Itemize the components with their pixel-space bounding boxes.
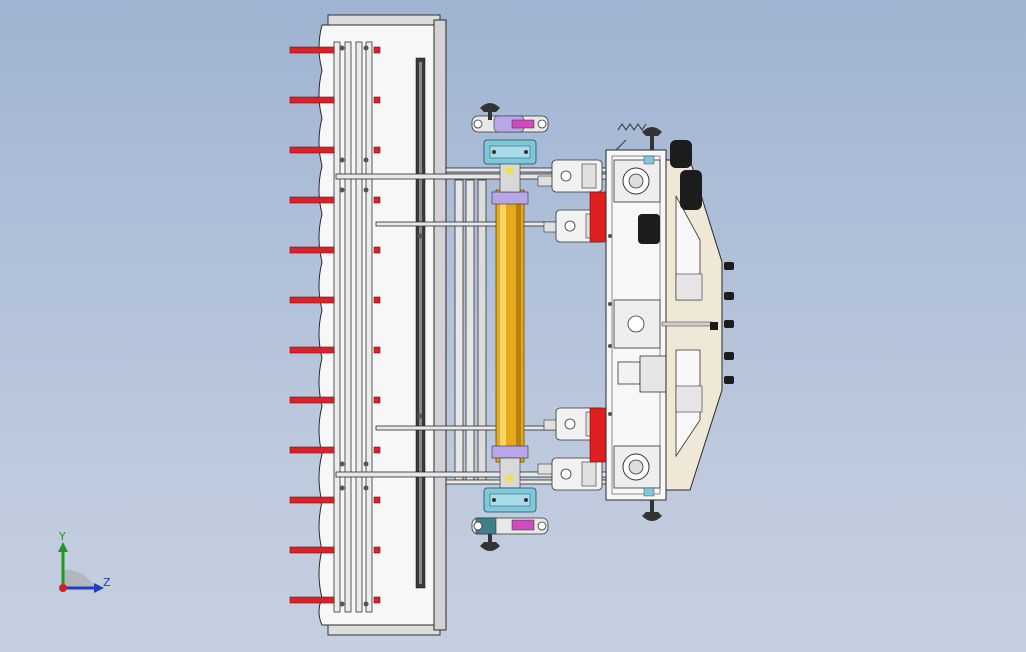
bearing-block-top[interactable]: [471, 103, 549, 165]
mount-plate[interactable]: [605, 149, 669, 501]
axis-z-label: Z: [103, 576, 111, 589]
bearing-block-bottom[interactable]: [471, 487, 549, 551]
cylinder-upper-1[interactable]: [537, 159, 603, 193]
axis-y-label: Y: [59, 530, 66, 543]
conveyor-frame[interactable]: [318, 14, 487, 636]
coordinate-triad-icon: [58, 542, 104, 593]
adjust-knob-bottom[interactable]: [642, 500, 662, 521]
red-mount-blocks: [589, 191, 611, 463]
side-bracket[interactable]: [661, 140, 734, 491]
tension-spring: [615, 123, 647, 151]
feed-roller[interactable]: [491, 161, 529, 489]
cylinder-lower-2[interactable]: [537, 457, 603, 491]
adjust-knob-top[interactable]: [642, 127, 662, 150]
tine-array: [289, 46, 381, 604]
